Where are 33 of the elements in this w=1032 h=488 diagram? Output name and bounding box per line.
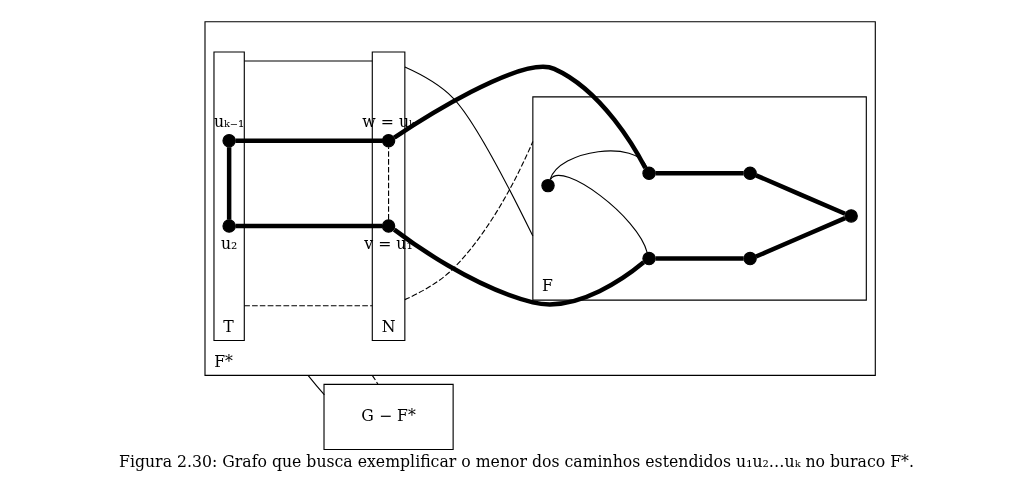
node-circle: [742, 251, 757, 266]
node-circle: [221, 219, 236, 233]
node-label: u₂: [220, 233, 237, 253]
connector: [392, 227, 645, 307]
connector: [754, 216, 846, 259]
node-circle: [641, 166, 656, 180]
node-circle: [742, 166, 757, 180]
connector: [371, 374, 378, 385]
node-circle: [540, 178, 555, 193]
connector: [226, 147, 231, 220]
connector: [307, 374, 325, 396]
connector: [754, 173, 846, 216]
node-circle: [381, 133, 395, 148]
connector: [403, 140, 533, 301]
connector: [243, 60, 373, 62]
connector: [235, 138, 382, 143]
node-circle: [641, 251, 656, 266]
node-label: uₖ₋₁: [213, 111, 244, 131]
connector: [655, 171, 744, 176]
connector: [392, 64, 647, 170]
connector: [243, 305, 373, 307]
node-circle: [381, 219, 395, 233]
node-circle: [843, 209, 858, 223]
connector: [549, 175, 648, 254]
caption: Figura 2.30: Grafo que busca exemplificar o menor dos caminhos estendidos u₁u₂…uₖ no buraco F*.: [118, 451, 914, 471]
connector: [387, 146, 389, 221]
connector: [403, 66, 533, 237]
connector: [655, 256, 744, 261]
node-circle: [221, 133, 236, 148]
connector: [235, 223, 382, 229]
node-box: G − F*: [322, 383, 454, 451]
cluster: F: [531, 96, 867, 301]
connector: [548, 150, 647, 181]
